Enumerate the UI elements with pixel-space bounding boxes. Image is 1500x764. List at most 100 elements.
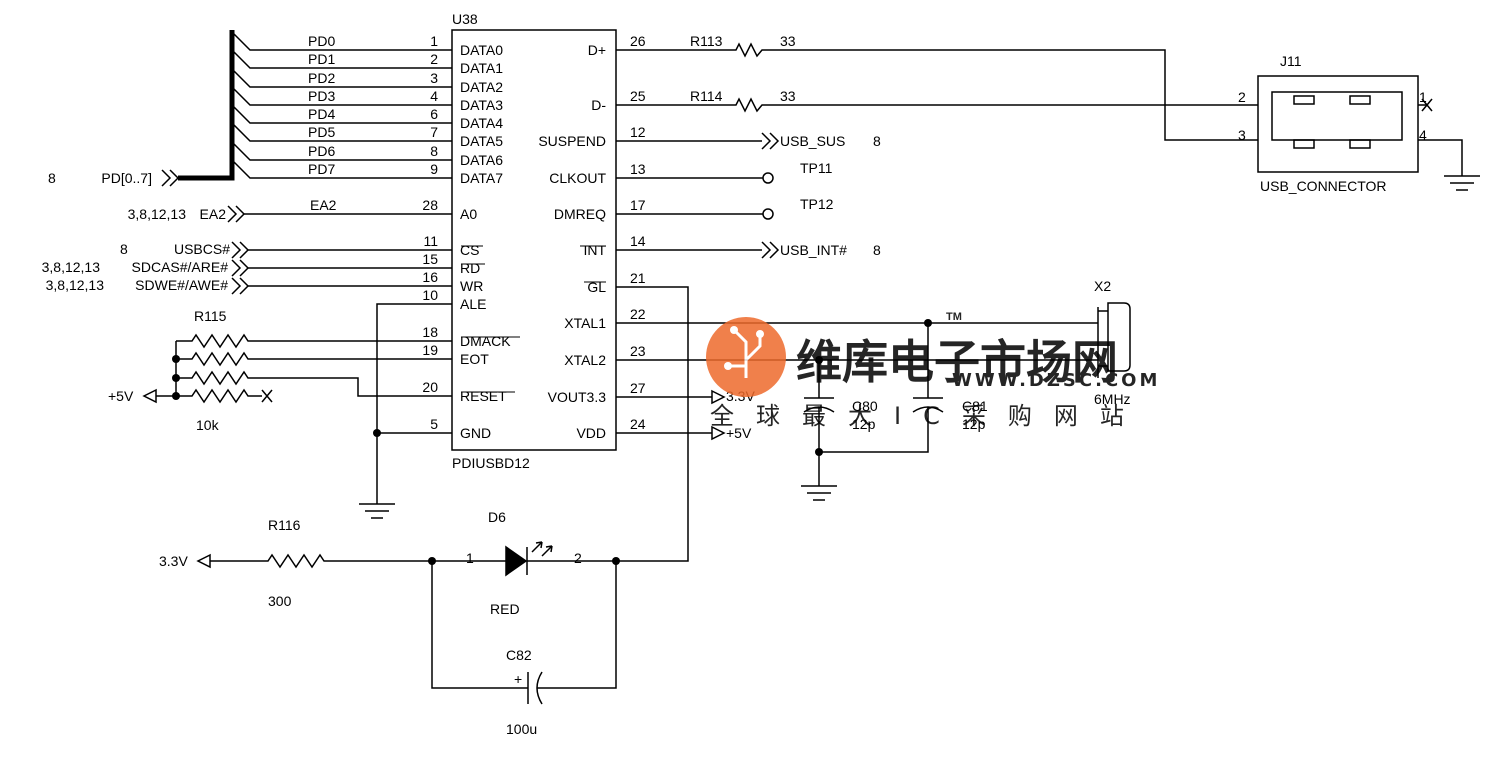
usbcs-name: USBCS# xyxy=(174,241,230,257)
r115-nc-resistor xyxy=(176,388,262,404)
u38-pin-number: 26 xyxy=(630,33,646,49)
u38-pin-number: 12 xyxy=(630,124,646,140)
d6-color: RED xyxy=(490,601,520,617)
u38-left-pins: 1DATA02DATA13DATA24DATA36DATA47DATA58DAT… xyxy=(422,33,511,441)
u38-ic-body xyxy=(451,29,617,451)
usbcs-refs: 8 xyxy=(120,241,128,257)
r116-resistor xyxy=(264,553,506,569)
u38-pin-number: 20 xyxy=(422,379,438,395)
pd-bus-branch-label: PD3 xyxy=(308,88,335,104)
u38-pin-name: XTAL1 xyxy=(564,315,606,331)
u38-pin-name: WR xyxy=(460,278,483,294)
c82-right-wire xyxy=(537,561,617,689)
usb-sus-name: USB_SUS xyxy=(780,133,845,149)
dzsc-logo-nodes xyxy=(724,326,764,370)
u38-pin-name: D- xyxy=(591,97,606,113)
c80-value: 12p xyxy=(852,416,876,432)
r116-ref: R116 xyxy=(268,517,301,533)
u38-pin-name: VDD xyxy=(576,425,606,441)
ground-symbol-caps xyxy=(801,485,837,501)
pd-bus-branch-label: PD4 xyxy=(308,106,335,122)
tp11-label: TP11 xyxy=(800,160,833,176)
u38-ref: U38 xyxy=(452,11,478,27)
u38-pin-name: EOT xyxy=(460,351,489,367)
vdd-arrow xyxy=(711,425,726,441)
u38-pin-name: INT xyxy=(583,242,606,258)
u38-pin-number: 5 xyxy=(430,416,438,432)
pd-bus-branch-label: PD7 xyxy=(308,161,335,177)
usb-sus-ref: 8 xyxy=(873,133,881,149)
u38-pin-number: 7 xyxy=(430,124,438,140)
u38-pin-number: 1 xyxy=(430,33,438,49)
j11-pin2: 2 xyxy=(1238,89,1246,105)
c82-polarity: + xyxy=(514,671,522,687)
u38-pin-name: A0 xyxy=(460,206,477,222)
u38-pin-name: DATA5 xyxy=(460,133,503,149)
pd-bus-page-ref: 8 xyxy=(48,170,56,186)
u38-pin-name: GND xyxy=(460,425,491,441)
pd-bus-branch-wire xyxy=(231,86,452,106)
j11-pin1-no-connect xyxy=(1421,98,1433,112)
c80-ref: C80 xyxy=(852,398,878,414)
u38-pin-name: DATA3 xyxy=(460,97,503,113)
d6-ref: D6 xyxy=(488,509,506,525)
u38-pin-number: 4 xyxy=(430,88,438,104)
cap-ground-junction xyxy=(815,448,823,456)
u38-pin-number: 10 xyxy=(422,287,438,303)
pd-bus-branch-wire xyxy=(231,104,452,124)
ground-symbol-left xyxy=(359,503,395,519)
vout33-arrow xyxy=(711,389,726,405)
tp12-testpoint xyxy=(762,208,774,220)
pd-bus-branch-label: PD5 xyxy=(308,124,335,140)
c81-value: 12p xyxy=(962,416,986,432)
u38-pin-number: 27 xyxy=(630,380,646,396)
pullup-supply-arrow xyxy=(142,388,157,404)
u38-pin-number: 13 xyxy=(630,161,646,177)
r113-ref: R113 xyxy=(690,33,723,49)
usb-int-ref: 8 xyxy=(873,242,881,258)
c81-ref: C81 xyxy=(962,398,988,414)
led-d6 xyxy=(505,541,616,577)
pd-bus-branch-label: PD2 xyxy=(308,70,335,86)
u38-pin-number: 15 xyxy=(422,251,438,267)
gl-led-wire xyxy=(616,286,689,562)
u38-pin-name: GL xyxy=(587,279,606,295)
c81-bottom-wire xyxy=(819,407,929,453)
u38-pin-number: 18 xyxy=(422,324,438,340)
u38-pin-number: 25 xyxy=(630,88,646,104)
ground-symbol-usb xyxy=(1444,175,1480,191)
pd-bus-branch-wire xyxy=(231,31,452,51)
r115-ref: R115 xyxy=(194,308,227,324)
sdwe-refs: 3,8,12,13 xyxy=(46,277,105,293)
watermark-tm: TM xyxy=(946,311,962,323)
tp11-testpoint xyxy=(762,172,774,184)
pd-bus-branch-label: PD6 xyxy=(308,143,335,159)
sdcas-name: SDCAS#/ARE# xyxy=(132,259,229,275)
pd-bus-branch-label: PD1 xyxy=(308,51,335,67)
u38-pin-number: 8 xyxy=(430,143,438,159)
usb-int-name: USB_INT# xyxy=(780,242,847,258)
r114-value: 33 xyxy=(780,88,796,104)
j11-ground-wire xyxy=(1418,139,1463,176)
r115-value: 10k xyxy=(196,417,220,433)
sdwe-offpage-connector xyxy=(231,277,250,295)
u38-pin-name: DATA7 xyxy=(460,170,503,186)
c82-ref: C82 xyxy=(506,647,532,663)
led-supply-arrow xyxy=(196,553,211,569)
ea2-name: EA2 xyxy=(200,206,227,222)
ea2-offpage-connector xyxy=(227,205,246,223)
j11-name: USB_CONNECTOR xyxy=(1260,178,1387,194)
u38-right-pins: 26D+25D-12SUSPEND13CLKOUT17DMREQ14INT21G… xyxy=(538,33,645,441)
r114-ref: R114 xyxy=(690,88,723,104)
u38-pin-name: DMREQ xyxy=(554,206,606,222)
pd-bus-trunk xyxy=(178,30,235,181)
pd-bus-branch-wire xyxy=(231,159,452,179)
u38-pin-number: 16 xyxy=(422,269,438,285)
u38-pin-name: CS xyxy=(460,242,479,258)
pd-bus-branch-wire xyxy=(231,122,452,142)
sdcas-refs: 3,8,12,13 xyxy=(42,259,101,275)
u38-pin-name: DATA0 xyxy=(460,42,503,58)
u38-pin-name: RD xyxy=(460,260,480,276)
watermark-brand: 维库电子市场网 xyxy=(796,335,1118,389)
